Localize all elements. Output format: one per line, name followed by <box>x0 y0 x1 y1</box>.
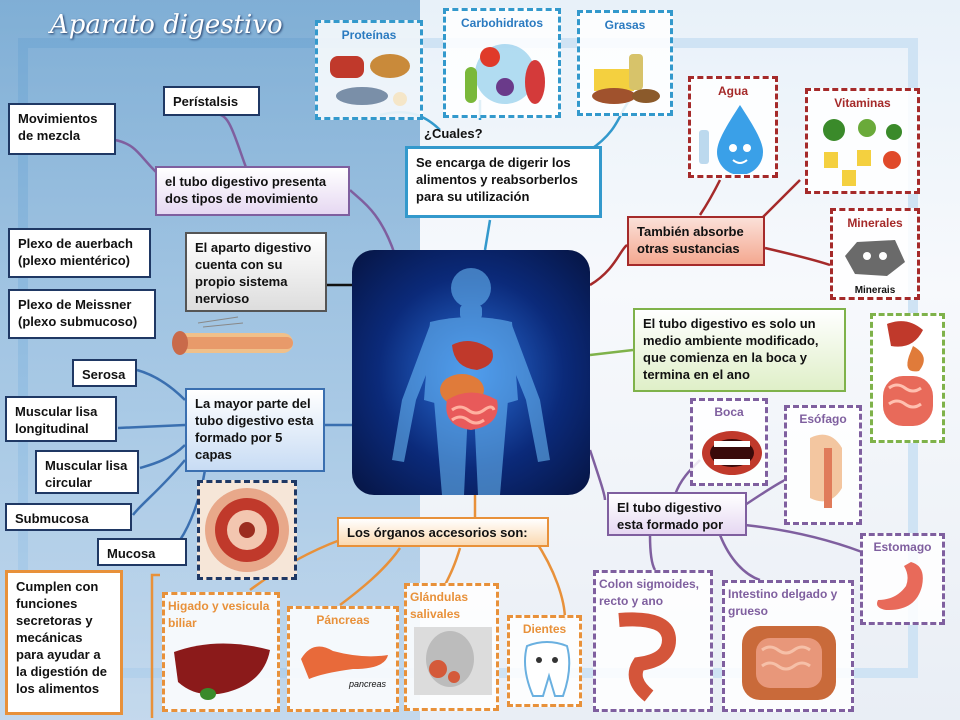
digestive-tract-icon <box>883 321 933 426</box>
gut-layers-icon <box>172 316 293 355</box>
structure-box: El tubo digestivo esta formado por <box>607 492 747 536</box>
organ-mouth: Boca <box>690 398 768 486</box>
environment-box: El tubo digestivo es solo un medio ambie… <box>633 308 846 392</box>
layer-serosa: Serosa <box>72 359 137 387</box>
layers-box: La mayor parte del tubo digestivo esta f… <box>185 388 325 472</box>
auerbach-plexus-box: Plexo de auerbach (plexo mientérico) <box>8 228 151 278</box>
nutrient-proteins: Proteínas <box>315 20 423 120</box>
carbohydrates-food-icon <box>465 44 545 104</box>
peristalsis-box: Perístalsis <box>163 86 260 116</box>
colon-icon <box>618 612 677 702</box>
organ-liver-gallbladder: Higado y vesicula biliar <box>162 592 280 712</box>
absorb-minerals: Minerales Minerais <box>830 208 920 300</box>
vitamins-icon <box>823 119 902 186</box>
fats-food-icon <box>592 54 660 104</box>
layer-circular-muscle: Muscular lisa circular <box>35 450 139 494</box>
absorb-water: Agua <box>688 76 778 178</box>
tooth-icon <box>524 641 571 697</box>
intestine-cross-section-illustration <box>197 480 297 580</box>
body-silhouette-icon <box>392 268 550 495</box>
digestive-tract-illustration <box>870 313 945 443</box>
accessory-organs-box: Los órganos accesorios son: <box>337 517 549 547</box>
question-label: ¿Cuales? <box>424 126 483 141</box>
layer-mucosa: Mucosa <box>97 538 187 566</box>
organ-pancreas: Páncreas pancreas <box>287 606 399 712</box>
proteins-food-icon <box>330 54 410 106</box>
organ-stomach: Estomago <box>860 533 945 625</box>
nutrient-fats: Grasas <box>577 10 673 116</box>
page-title: Aparato digestivo <box>50 10 283 40</box>
function-box: Se encarga de digerir los alimentos y re… <box>405 146 602 218</box>
mixing-movements-box: Movimientos de mezcla <box>8 103 116 155</box>
liver-icon <box>174 643 270 700</box>
organ-colon-rectum-anus: Colon sigmoides, recto y ano <box>593 570 713 712</box>
absorb-vitamins: Vitaminas <box>805 88 920 194</box>
layer-submucosa: Submucosa <box>5 503 132 531</box>
accessory-functions-note: Cumplen con funciones secretoras y mecán… <box>5 570 123 715</box>
organ-intestines: Intestino delgado y grueso <box>722 580 854 712</box>
absorbs-box: También absorbe otras sustancias <box>627 216 765 266</box>
mineral-rock-icon <box>845 240 905 276</box>
human-body-illustration <box>352 250 590 495</box>
organ-esophagus: Esófago <box>784 405 862 525</box>
intestines-icon <box>742 626 836 700</box>
mouth-icon <box>702 431 762 475</box>
esophagus-icon <box>810 434 842 508</box>
nutrient-carbohydrates: Carbohidratos <box>443 8 561 118</box>
cross-section-icon <box>205 488 289 572</box>
organ-salivary-glands: Glándulas salivales <box>404 583 499 711</box>
movement-box: el tubo digestivo presenta dos tipos de … <box>155 166 350 216</box>
nervous-system-note: El aparto digestivo cuenta con su propio… <box>185 232 327 312</box>
layer-longitudinal-muscle: Muscular lisa longitudinal <box>5 396 117 442</box>
pancreas-icon <box>301 646 388 679</box>
gut-wall-layers-illustration <box>168 315 298 360</box>
water-drop-icon <box>699 105 763 175</box>
stomach-icon <box>877 562 923 611</box>
meissner-plexus-box: Plexo de Meissner (plexo submucoso) <box>8 289 156 339</box>
organ-teeth: Dientes <box>507 615 582 707</box>
salivary-gland-icon <box>414 627 492 695</box>
